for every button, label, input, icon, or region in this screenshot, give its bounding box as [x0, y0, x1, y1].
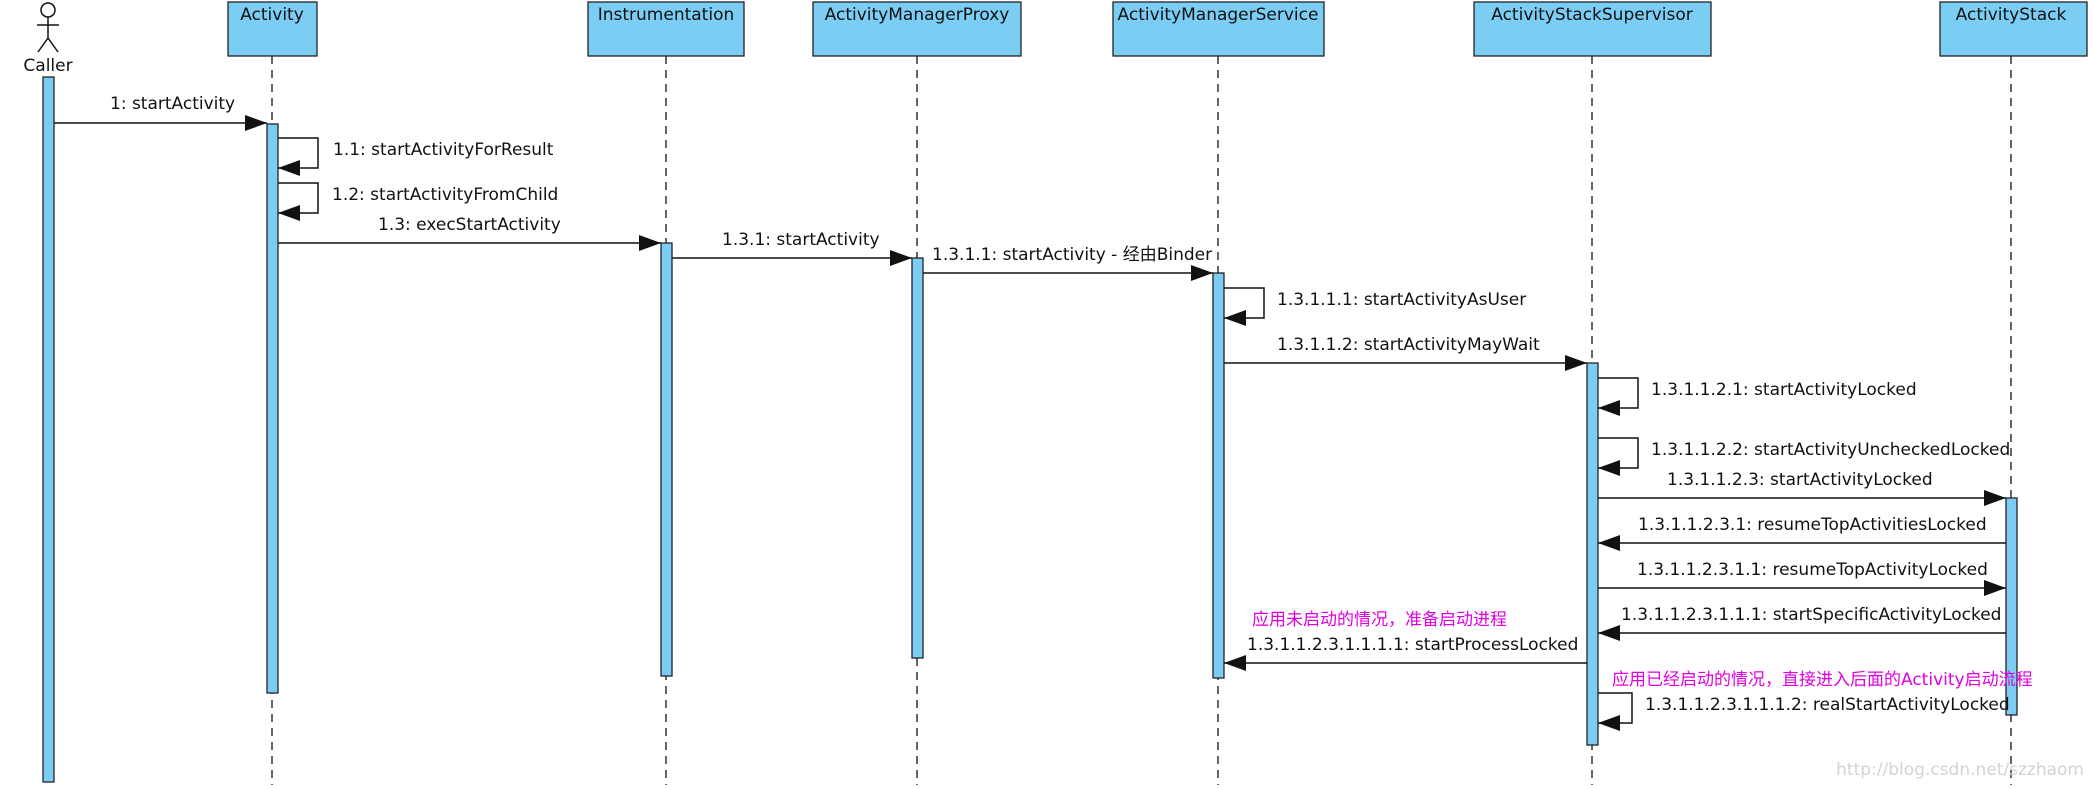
participant-activity-manager-proxy: ActivityManagerProxy [812, 1, 1022, 57]
message-start-activity-via-binder: 1.3.1.1: startActivity - 经由Binder [923, 245, 1213, 281]
message-resume-top-activities-locked: 1.3.1.1.2.3.1: resumeTopActivitiesLocked [1598, 515, 2006, 551]
message-label: 1.3.1.1: startActivity - 经由Binder [932, 245, 1212, 265]
message-start-activity-as-user: 1.3.1.1.1: startActivityAsUser [1224, 287, 1526, 326]
message-label: 1.3.1.1.2.2: startActivityUncheckedLocke… [1651, 440, 2010, 460]
participant-label: Activity [240, 5, 304, 25]
message-start-activity-for-result: 1.1: startActivityForResult [278, 137, 554, 176]
message-start-activity-locked-stack: 1.3.1.1.2.3: startActivityLocked [1598, 470, 2006, 506]
message-label: 1.3.1.1.2: startActivityMayWait [1277, 335, 1540, 355]
message-label: 1.3.1.1.2.1: startActivityLocked [1651, 380, 1917, 400]
participant-instrumentation: Instrumentation [587, 1, 745, 57]
message-label: 1.3.1.1.2.3: startActivityLocked [1667, 470, 1933, 490]
participant-label: Instrumentation [598, 5, 735, 25]
participant-activity-manager-service: ActivityManagerService [1112, 1, 1325, 57]
message-label: 1.1: startActivityForResult [333, 140, 554, 160]
participant-activity-stack-supervisor: ActivityStackSupervisor [1473, 1, 1712, 57]
watermark: http://blog.csdn.net/szzhaom [1836, 760, 2084, 780]
notes: 应用未启动的情况，准备启动进程 应用已经启动的情况，直接进入后面的Activit… [1252, 610, 2033, 690]
message-label: 1.3: execStartActivity [378, 215, 561, 235]
note-app-not-started: 应用未启动的情况，准备启动进程 [1252, 610, 1507, 630]
caller-label: Caller [23, 56, 72, 76]
message-start-activity-may-wait: 1.3.1.1.2: startActivityMayWait [1224, 335, 1587, 371]
activation-bar-activity [266, 123, 279, 694]
message-label: 1.3.1: startActivity [722, 230, 880, 250]
activation-bar-activity-stack [2005, 497, 2018, 716]
activation-bar-activity-manager-proxy [911, 257, 924, 659]
message-start-activity-locked: 1.3.1.1.2.1: startActivityLocked [1598, 377, 1917, 416]
participant-label: ActivityManagerService [1118, 5, 1319, 25]
message-start-activity-unchecked-locked: 1.3.1.1.2.2: startActivityUncheckedLocke… [1598, 437, 2010, 476]
message-label: 1.3.1.1.2.3.1: resumeTopActivitiesLocked [1638, 515, 1987, 535]
message-exec-start-activity: 1.3: execStartActivity [278, 215, 661, 251]
message-start-activity-instrumentation: 1.3.1: startActivity [672, 230, 912, 266]
note-app-already-started: 应用已经启动的情况，直接进入后面的Activity启动流程 [1612, 670, 2033, 690]
message-label: 1.3.1.1.2.3.1.1.1.2: realStartActivityLo… [1645, 695, 2010, 715]
message-label: 1.3.1.1.2.3.1.1.1.1: startProcessLocked [1247, 635, 1578, 655]
activation-bar-activity-stack-supervisor [1586, 362, 1599, 746]
message-label: 1.3.1.1.1: startActivityAsUser [1277, 290, 1526, 310]
caller-actor: Caller [23, 2, 73, 76]
messages: 1: startActivity 1.1: startActivityForRe… [54, 94, 2010, 731]
message-label: 1.3.1.1.2.3.1.1: resumeTopActivityLocked [1637, 560, 1988, 580]
message-resume-top-activity-locked: 1.3.1.1.2.3.1.1: resumeTopActivityLocked [1598, 560, 2006, 596]
message-real-start-activity-locked: 1.3.1.1.2.3.1.1.1.2: realStartActivityLo… [1598, 692, 2010, 731]
message-label: 1.3.1.1.2.3.1.1.1: startSpecificActivity… [1621, 605, 2001, 625]
activation-bar-instrumentation [660, 242, 673, 677]
message-label: 1: startActivity [110, 94, 235, 114]
stick-figure-icon [37, 2, 59, 53]
activation-bar-activity-manager-service [1212, 272, 1225, 679]
participant-label: ActivityStackSupervisor [1491, 5, 1692, 25]
participant-label: ActivityManagerProxy [825, 5, 1010, 25]
message-start-specific-activity-locked: 1.3.1.1.2.3.1.1.1: startSpecificActivity… [1598, 605, 2006, 641]
activation-bar-caller [42, 76, 55, 783]
participant-activity-stack: ActivityStack [1939, 1, 2088, 57]
participant-label: ActivityStack [1956, 5, 2067, 25]
message-start-activity: 1: startActivity [54, 94, 267, 131]
participant-activity: Activity [227, 1, 318, 57]
activation-bars [42, 76, 2018, 783]
message-start-process-locked: 1.3.1.1.2.3.1.1.1.1: startProcessLocked [1224, 635, 1587, 671]
message-start-activity-from-child: 1.2: startActivityFromChild [278, 182, 558, 221]
message-label: 1.2: startActivityFromChild [332, 185, 558, 205]
